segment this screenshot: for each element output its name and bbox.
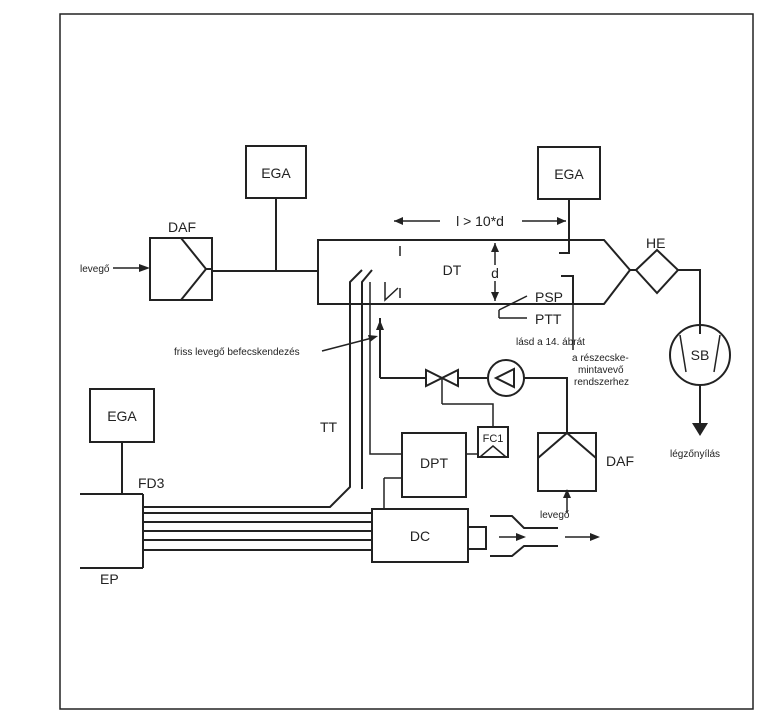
fc1-label: FC1	[483, 433, 504, 445]
he-label: HE	[646, 235, 665, 251]
transfer-tube-outer	[143, 269, 363, 508]
heat-exchanger	[634, 248, 680, 295]
daf-top-label: DAF	[168, 219, 196, 235]
daf-bottom-label: DAF	[606, 453, 634, 469]
exhaust-outlet-arrowhead-1	[516, 533, 526, 541]
fd3-label: FD3	[138, 475, 165, 491]
ega-left-label: EGA	[107, 408, 137, 424]
ega-top-label: EGA	[261, 165, 291, 181]
particle-sampling-label-1: a részecske-	[572, 353, 629, 364]
tt-label: TT	[320, 419, 338, 435]
dc-outlet	[467, 526, 487, 550]
valve-right-wedge	[439, 368, 459, 388]
length-arrowhead-left	[394, 217, 403, 225]
pump-to-daf-line	[524, 377, 568, 433]
fresh-air-arrowhead	[376, 320, 384, 330]
fc1-box	[477, 426, 509, 458]
dilution-tunnel	[317, 239, 632, 305]
ep-label: EP	[100, 571, 119, 587]
ega-right-label: EGA	[554, 166, 584, 182]
dt-label: DT	[443, 262, 462, 278]
dpt-box	[401, 432, 467, 498]
transfer-tube-inner	[361, 269, 373, 489]
diameter-label: d	[491, 265, 499, 281]
air-in-bottom-arrowhead	[563, 489, 571, 498]
particle-sampling-label-2: mintavevő	[578, 365, 624, 376]
psp-label: PSP	[535, 289, 563, 305]
diameter-arrowhead-bottom	[491, 292, 499, 301]
dpt-label: DPT	[420, 455, 448, 471]
daf-filter-bottom-symbol	[537, 431, 597, 459]
valve-left-wedge	[425, 368, 445, 388]
psp-probe-symbol	[498, 295, 528, 319]
ega-right-probe	[559, 199, 570, 254]
tt-outlet-mark	[384, 282, 399, 302]
fc1-symbol	[479, 445, 507, 458]
fresh-air-pointer	[321, 337, 373, 352]
daf-filter-top-symbol	[180, 237, 212, 301]
fresh-air-label: friss levegő befecskendezés	[174, 347, 300, 358]
valve-control-line	[442, 403, 494, 427]
length-arrowhead-right	[557, 217, 566, 225]
sb-label: SB	[691, 347, 710, 363]
vent-label: légzőnyílás	[670, 449, 720, 460]
see-figure-label: lásd a 14. ábrát	[516, 337, 585, 348]
exhaust-outlet-arrowhead-2	[590, 533, 600, 541]
air-in-left-label: levegő	[80, 264, 110, 275]
air-in-bottom-label: levegő	[540, 510, 570, 521]
outer-frame	[59, 13, 754, 710]
air-in-left-arrowhead	[139, 264, 150, 272]
sampling-probe-outlet	[561, 275, 574, 304]
dc-label: DC	[410, 528, 430, 544]
pump-symbol	[493, 367, 515, 389]
pump	[487, 359, 525, 397]
length-label: l > 10*d	[456, 213, 504, 229]
dpt-sense-line	[369, 282, 402, 455]
diameter-label-bg	[488, 265, 502, 281]
daf-filter-top	[149, 237, 213, 301]
ptt-label: PTT	[535, 311, 562, 327]
vent-arrowhead	[692, 423, 708, 436]
he-to-sb-line	[678, 269, 701, 334]
particle-sampling-label-3: rendszerhez	[574, 377, 629, 388]
daf-filter-bottom	[537, 432, 597, 492]
exhaust-outlet-pipe	[490, 515, 558, 557]
diameter-arrowhead-top	[491, 243, 499, 252]
suction-blower-symbol	[679, 334, 721, 373]
